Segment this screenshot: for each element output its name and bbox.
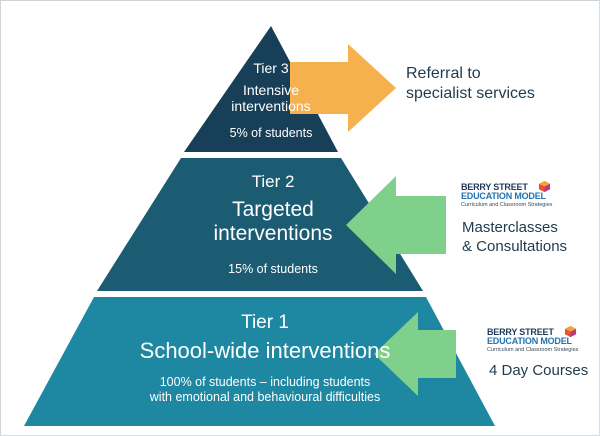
tier1-share-line2: with emotional and behavioural difficult… bbox=[149, 389, 381, 404]
tier2-share: 15% of students bbox=[228, 261, 318, 276]
tier2-title-line2: interventions bbox=[213, 221, 333, 245]
tier3-title-line1: Intensive bbox=[242, 82, 300, 99]
logo-line1: BERRY STREET bbox=[487, 327, 554, 337]
referral-line1: Referral to bbox=[406, 65, 481, 82]
referral-text: Referral to specialist services bbox=[406, 64, 535, 104]
logo-line3: Curriculum and Classroom Strategies bbox=[461, 202, 553, 208]
cube-logo-icon bbox=[538, 180, 551, 193]
tier3-arrow bbox=[290, 44, 396, 132]
tier1-text: Tier 1 School-wide interventions 100% of… bbox=[60, 312, 470, 404]
tier1-share-line1: 100% of students – including students bbox=[159, 375, 371, 390]
masterclasses-line1: Masterclasses bbox=[462, 219, 558, 236]
four-day-courses-text: 4 Day Courses bbox=[489, 362, 588, 381]
tier2-text: Tier 2 Targeted interventions 15% of stu… bbox=[138, 172, 408, 276]
logo-line1: BERRY STREET bbox=[461, 182, 528, 192]
logo-line2: EDUCATION MODEL bbox=[461, 191, 546, 201]
cube-logo-icon bbox=[564, 325, 577, 338]
masterclasses-text: Masterclasses & Consultations bbox=[462, 219, 567, 257]
tier1-arrow bbox=[374, 312, 456, 396]
tier1-title: School-wide interventions bbox=[139, 337, 391, 363]
tier2-arrow bbox=[346, 176, 446, 274]
logo-line3: Curriculum and Classroom Strategies bbox=[487, 347, 579, 353]
tier3-band bbox=[184, 26, 338, 152]
tier3-label: Tier 3 bbox=[253, 60, 289, 76]
tier3-text: Tier 3 Intensive interventions 5% of stu… bbox=[196, 60, 346, 141]
berry-street-logo-tier1: BERRY STREET EDUCATION MODEL Curriculum … bbox=[487, 325, 587, 353]
masterclasses-line2: & Consultations bbox=[462, 237, 568, 255]
tier2-title-line1: Targeted bbox=[232, 197, 314, 221]
tier3-title-line2: interventions bbox=[231, 98, 311, 115]
four-day-courses-line: 4 Day Courses bbox=[489, 362, 589, 379]
tier2-band bbox=[97, 158, 423, 291]
tier1-band bbox=[24, 297, 495, 426]
tier1-label: Tier 1 bbox=[241, 312, 289, 333]
tier3-share: 5% of students bbox=[229, 126, 313, 141]
referral-line2: specialist services bbox=[406, 85, 535, 102]
berry-street-logo-tier2: BERRY STREET EDUCATION MODEL Curriculum … bbox=[461, 180, 561, 208]
tier2-label: Tier 2 bbox=[251, 172, 295, 191]
logo-line2: EDUCATION MODEL bbox=[487, 336, 572, 346]
